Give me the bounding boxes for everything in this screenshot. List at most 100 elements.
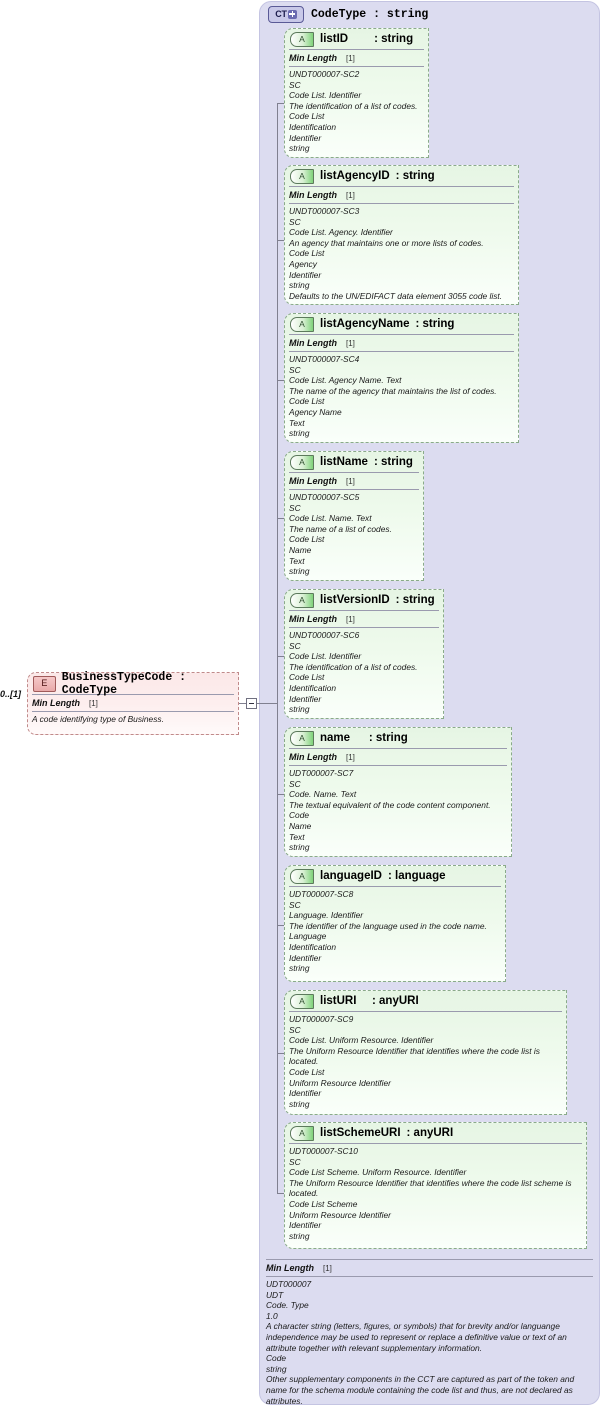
annotation-line: Identification — [289, 941, 337, 952]
annotation-line: Identification — [289, 121, 337, 132]
annotation-line: string — [289, 280, 310, 291]
attribute-box-listSchemeURI[interactable]: A listSchemeURI : anyURI UDT000007-SC10 … — [284, 1122, 587, 1249]
attribute-box-name[interactable]: A name : string Min Length [1] UDT000007… — [284, 727, 512, 857]
complextype-title: CodeType : string — [311, 7, 429, 21]
annotation-line: UNDT000007-SC3 — [289, 206, 360, 216]
attribute-type: : string — [415, 318, 455, 330]
annotation-line: UNDT000007-SC4 — [289, 354, 360, 364]
attribute-box-listName[interactable]: A listName : string Min Length [1] UNDT0… — [284, 451, 424, 581]
complextype-footer: Min Length [1] UDT000007 UDT Code. Type … — [262, 1259, 597, 1406]
annotation-line: SC — [289, 216, 301, 227]
annotation-line: string — [289, 1098, 310, 1109]
connector-trunk — [277, 103, 278, 1193]
annotation-line: Code List. Name. Text — [289, 513, 372, 524]
facet-value: [1] — [323, 1263, 332, 1273]
annotation-line: Uniform Resource Identifier — [289, 1209, 391, 1220]
attribute-name: listAgencyID — [320, 170, 390, 182]
annotation-line: string — [289, 704, 310, 715]
complextype-annotation: UDT000007 UDT Code. Type 1.0 A character… — [262, 1277, 597, 1409]
complextype-badge-label: CT — [275, 8, 287, 19]
attribute-header: A listID : string — [285, 29, 428, 49]
annotation-line: UNDT000007-SC6 — [289, 630, 360, 640]
annotation-line: SC — [289, 79, 301, 90]
attribute-name: listID — [320, 33, 349, 45]
attribute-name: languageID — [320, 870, 382, 882]
connector-expander-to-trunk — [257, 703, 278, 704]
annotation-line: A character string (letters, figures, or… — [266, 1321, 567, 1353]
annotation-line: The identification of a list of codes. — [289, 661, 418, 672]
annotation-line: Code List — [289, 248, 325, 259]
annotation-line: SC — [289, 640, 301, 651]
attribute-box-listAgencyName[interactable]: A listAgencyName : string Min Length [1]… — [284, 313, 519, 443]
attribute-header: A listAgencyName : string — [285, 314, 518, 334]
element-facet-row: Min Length [1] — [32, 694, 234, 712]
facet-label: Min Length — [289, 53, 337, 63]
attribute-type: : string — [374, 33, 414, 45]
attribute-divider — [289, 1011, 562, 1012]
attribute-header: A listSchemeURI : anyURI — [285, 1123, 586, 1143]
attribute-annotation: UDT000007-SC8 SC Language. Identifier Th… — [285, 887, 505, 977]
attribute-type: : anyURI — [406, 1127, 454, 1139]
annotation-line: UDT000007-SC9 — [289, 1014, 354, 1024]
attribute-annotation: UNDT000007-SC2 SC Code List. Identifier … — [285, 67, 428, 157]
annotation-line: UNDT000007-SC2 — [289, 69, 360, 79]
annotation-line: The identifier of the language used in t… — [289, 920, 487, 931]
attribute-annotation: UDT000007-SC9 SC Code List. Uniform Reso… — [285, 1012, 566, 1112]
annotation-line: string — [289, 842, 310, 853]
facet-value: [1] — [89, 698, 98, 708]
annotation-line: Code — [266, 1353, 287, 1364]
attribute-name: listSchemeURI — [320, 1127, 401, 1139]
annotation-line: The identification of a list of codes. — [289, 100, 418, 111]
attribute-badge-icon: A — [290, 316, 314, 332]
annotation-line: Defaults to the UN/EDIFACT data element … — [289, 290, 503, 301]
attribute-badge-icon: A — [290, 592, 314, 608]
annotation-line: Name — [289, 544, 312, 555]
attribute-type: : string — [395, 170, 435, 182]
complextype-facet-row: Min Length [1] — [266, 1259, 593, 1277]
annotation-line: Identifier — [289, 952, 322, 963]
element-box-businesstypecode[interactable]: E BusinessTypeCode : CodeType Min Length… — [27, 671, 239, 735]
annotation-line: Code List. Agency. Identifier — [289, 227, 393, 238]
plus-icon[interactable] — [287, 9, 297, 19]
attribute-annotation: UNDT000007-SC5 SC Code List. Name. Text … — [285, 490, 423, 580]
annotation-line: Code List. Agency Name. Text — [289, 375, 402, 386]
complextype-badge-icon[interactable]: CT — [268, 5, 304, 23]
attribute-type: : string — [368, 732, 408, 744]
attribute-facet-row: Min Length [1] — [289, 49, 424, 67]
annotation-line: Code List — [289, 672, 325, 683]
annotation-line: UDT000007-SC8 — [289, 889, 354, 899]
annotation-line: Language. Identifier — [289, 910, 364, 921]
attribute-box-listVersionID[interactable]: A listVersionID : string Min Length [1] … — [284, 589, 444, 719]
facet-label: Min Length — [289, 190, 337, 200]
annotation-line: UDT — [266, 1289, 284, 1300]
annotation-line: The Uniform Resource Identifier that ide… — [289, 1045, 540, 1067]
annotation-line: Other supplementary components in the CC… — [266, 1374, 575, 1406]
element-badge-icon: E — [33, 675, 56, 692]
facet-value: [1] — [346, 476, 355, 486]
expand-collapse-toggle[interactable] — [246, 698, 257, 709]
annotation-line: SC — [289, 364, 301, 375]
connector-stub — [277, 380, 285, 381]
annotation-line: The Uniform Resource Identifier that ide… — [289, 1177, 572, 1199]
attribute-box-listID[interactable]: A listID : string Min Length [1] UNDT000… — [284, 28, 429, 158]
annotation-line: string — [289, 143, 310, 154]
attribute-badge-icon: A — [290, 31, 314, 47]
facet-value: [1] — [346, 338, 355, 348]
attribute-box-languageID[interactable]: A languageID : language UDT000007-SC8 SC… — [284, 865, 506, 982]
annotation-line: SC — [289, 1024, 301, 1035]
facet-label: Min Length — [289, 476, 337, 486]
annotation-line: string — [289, 1230, 310, 1241]
annotation-line: The textual equivalent of the code conte… — [289, 799, 491, 810]
annotation-line: Code List. Identifier — [289, 651, 362, 662]
attribute-box-listURI[interactable]: A listURI : anyURI UDT000007-SC9 SC Code… — [284, 990, 567, 1115]
attribute-annotation: UNDT000007-SC4 SC Code List. Agency Name… — [285, 352, 518, 442]
annotation-line: string — [289, 963, 310, 974]
annotation-line: UDT000007-SC10 — [289, 1146, 358, 1156]
annotation-line: SC — [289, 899, 301, 910]
attribute-header: A listName : string — [285, 452, 423, 472]
attribute-box-listAgencyID[interactable]: A listAgencyID : string Min Length [1] U… — [284, 165, 519, 305]
connector-stub — [277, 925, 285, 926]
annotation-line: Code List. Uniform Resource. Identifier — [289, 1035, 434, 1046]
attribute-badge-icon: A — [290, 1125, 314, 1141]
annotation-line: Language — [289, 931, 327, 942]
